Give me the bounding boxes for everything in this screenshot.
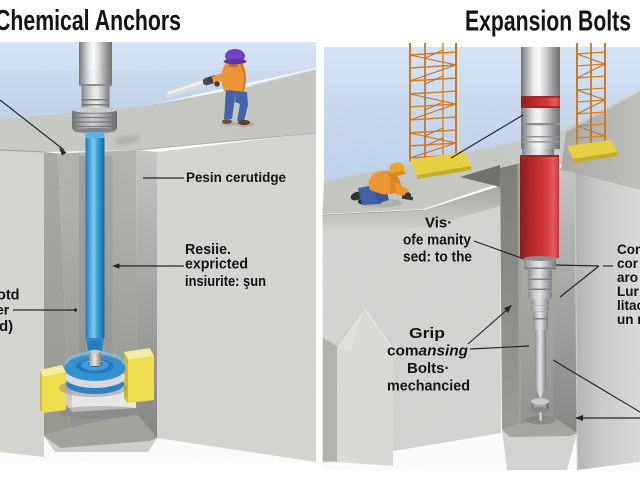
- svg-text:Bolts·: Bolts·: [407, 360, 450, 377]
- svg-text:otd: otd: [0, 288, 20, 304]
- svg-text:mechancied: mechancied: [387, 378, 470, 395]
- svg-text:sed: to the: sed: to the: [403, 249, 472, 266]
- svg-text:Pesin cerutidge: Pesin cerutidge: [186, 170, 286, 185]
- svg-text:comansing: comansing: [387, 343, 468, 360]
- svg-text:er: er: [0, 302, 10, 318]
- svg-text:d): d): [0, 318, 13, 335]
- svg-text:cor: cor: [617, 256, 639, 271]
- svg-text:Resiie.: Resiie.: [185, 241, 231, 258]
- svg-text:litac: litac: [617, 298, 640, 313]
- svg-text:aro: aro: [617, 270, 638, 285]
- svg-text:Lur: Lur: [617, 284, 639, 299]
- svg-text:expricted: expricted: [185, 256, 248, 273]
- svg-text:Con: Con: [617, 242, 640, 257]
- svg-text:Vis·: Vis·: [425, 215, 452, 232]
- svg-text:Chemical Anchors: Chemical Anchors: [0, 5, 181, 37]
- svg-text:ofe manity: ofe manity: [403, 232, 472, 249]
- svg-text:un ı: un ı: [617, 312, 640, 327]
- svg-text:Grip: Grip: [409, 325, 445, 342]
- svg-text:insiurite: şun: insiurite: şun: [185, 273, 266, 290]
- svg-text:Expansion Bolts: Expansion Bolts: [465, 6, 631, 38]
